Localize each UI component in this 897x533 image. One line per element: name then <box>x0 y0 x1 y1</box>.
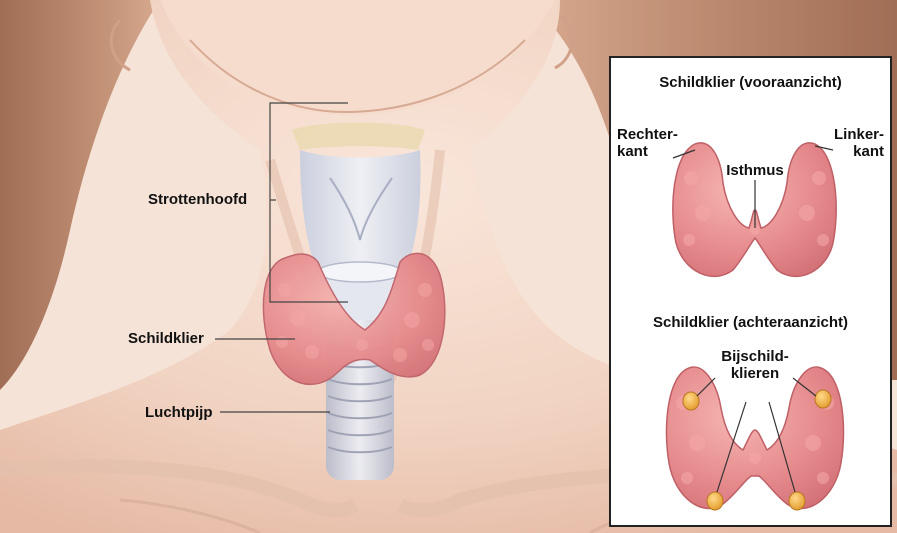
thyroid-label: Schildklier <box>128 331 204 346</box>
parathyroid-gland <box>683 392 699 410</box>
parathyroid-gland <box>707 492 723 510</box>
isthmus-label: Isthmus <box>705 162 805 179</box>
right-side-label: Rechter- kant <box>617 126 678 160</box>
parathyroid-label: Bijschild- klieren <box>705 348 805 382</box>
larynx-label: Strottenhoofd <box>148 192 247 207</box>
left-side-label: Linker- kant <box>834 126 884 160</box>
right-side-label-line1: Rechter- <box>617 126 678 143</box>
left-side-label-line1: Linker- <box>834 126 884 143</box>
parathyroid-label-line1: Bijschild- <box>705 348 805 365</box>
front-view-title: Schildklier (vooraanzicht) <box>611 74 890 91</box>
back-view-title: Schildklier (achteraanzicht) <box>611 314 890 331</box>
thyroid-views-inset: Schildklier (vooraanzicht) Rechter- kant… <box>609 56 892 527</box>
parathyroid-gland <box>815 390 831 408</box>
parathyroid-gland <box>789 492 805 510</box>
right-side-label-line2: kant <box>617 143 678 160</box>
left-side-label-line2: kant <box>834 143 884 160</box>
parathyroid-label-line2: klieren <box>705 365 805 382</box>
trachea-label: Luchtpijp <box>145 405 213 420</box>
